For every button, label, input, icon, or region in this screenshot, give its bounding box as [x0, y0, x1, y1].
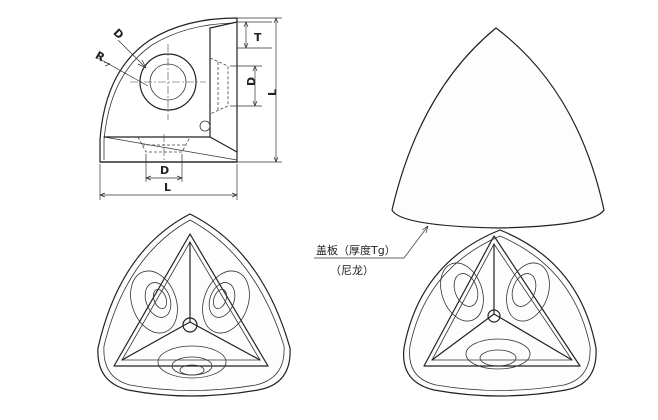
dimension-d-bottom: D [145, 154, 183, 182]
dimension-t: T [237, 21, 272, 49]
dimension-l-side: L [237, 17, 282, 163]
label-d-bottom: D [160, 164, 169, 177]
label-d-top: D [111, 26, 127, 42]
label-l-bottom: L [164, 181, 171, 194]
dimension-l-bottom: L [99, 164, 238, 200]
label-l-side: L [266, 89, 279, 96]
isometric-view-body [402, 229, 597, 397]
dimension-d-side: D [230, 65, 262, 107]
callout-material: （尼龙） [330, 264, 374, 277]
side-view [99, 17, 238, 163]
label-d-side: D [245, 77, 258, 86]
label-t: T [254, 31, 262, 44]
isometric-view-open [97, 213, 291, 397]
callout-leader [314, 225, 429, 259]
cover-plate [391, 27, 605, 229]
callout-cover-thickness: 盖板（厚度Tg） [316, 243, 396, 257]
